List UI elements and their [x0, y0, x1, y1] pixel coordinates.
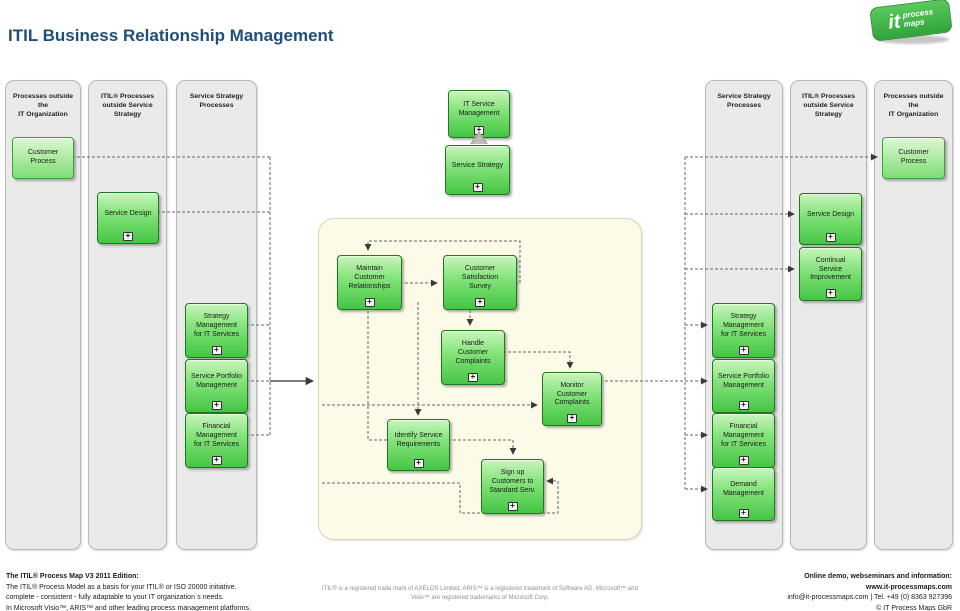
process-label: Service Strategy	[451, 161, 504, 169]
expand-icon[interactable]	[738, 346, 749, 355]
process-label: Handle Customer Complaints	[455, 340, 491, 365]
process-label: Continual Service Improvement	[810, 256, 851, 282]
process-label: Monitor Customer Complaints	[554, 381, 590, 407]
process-strategy-management-right[interactable]: Strategy Management for IT Services	[712, 303, 775, 358]
expand-icon[interactable]	[123, 232, 133, 241]
process-label: Strategy Management for IT Services	[721, 313, 766, 338]
lane-header: Service Strategy Processes	[189, 93, 244, 110]
logo-sub-text: process maps	[902, 7, 934, 29]
logo-shadow	[877, 35, 949, 44]
expand-icon[interactable]	[738, 509, 749, 518]
expand-icon[interactable]	[211, 456, 222, 465]
process-financial-management-right[interactable]: Financial Management for IT Services	[712, 413, 775, 468]
expand-icon[interactable]	[507, 502, 518, 511]
process-financial-management-left[interactable]: Financial Management for IT Services	[185, 413, 248, 468]
expand-icon[interactable]	[567, 414, 577, 423]
lane-right-itil-outside-ss: ITIL® Processes outside Service Strategy	[790, 80, 867, 550]
process-service-portfolio-right[interactable]: Service Portfolio Management	[712, 359, 775, 413]
process-label: Identify Service Requirements	[394, 432, 443, 448]
process-label: Service Design	[104, 209, 152, 217]
process-service-strategy[interactable]: Service Strategy	[445, 145, 510, 195]
process-customer-satisfaction-survey[interactable]: Customer Satisfaction Survey	[443, 255, 517, 310]
lane-header: Processes outside the IT Organization	[883, 93, 944, 119]
lane-left-itil-outside-ss: ITIL® Processes outside Service Strategy	[88, 80, 167, 550]
process-handle-customer-complaints[interactable]: Handle Customer Complaints	[441, 330, 505, 385]
process-service-design-right[interactable]: Service Design	[799, 193, 862, 245]
process-label: Customer Satisfaction Survey	[461, 265, 499, 290]
process-label: Customer Process	[27, 149, 59, 165]
process-label: Maintain Customer Relationships	[348, 265, 391, 290]
expand-icon[interactable]	[825, 289, 836, 298]
expand-icon[interactable]	[468, 373, 478, 382]
expand-icon[interactable]	[211, 346, 222, 355]
footer-contact-heading: Online demo, webseminars and information…	[804, 573, 952, 580]
expand-icon[interactable]	[413, 459, 424, 468]
process-label: Service Portfolio Management	[718, 373, 769, 389]
expand-icon[interactable]	[211, 401, 222, 410]
footer-website-link[interactable]: www.it-processmaps.com	[865, 583, 952, 591]
process-demand-management[interactable]: Demand Management	[712, 467, 775, 521]
page-title: ITIL Business Relationship Management	[8, 26, 334, 45]
process-service-design-left[interactable]: Service Design	[97, 192, 159, 244]
process-label: Sign up Customers to Standard Serv.	[489, 469, 536, 494]
expand-icon[interactable]	[825, 233, 836, 242]
process-label: Demand Management	[723, 481, 764, 497]
process-continual-service-improvement[interactable]: Continual Service Improvement	[799, 247, 862, 301]
footer-edition-info: The ITIL® Process Map V3 2011 Edition: T…	[6, 572, 326, 611]
expand-icon[interactable]	[738, 456, 749, 465]
footer-edition-heading: The ITIL® Process Map V3 2011 Edition:	[6, 573, 139, 580]
logo-it-text: it	[886, 10, 902, 34]
process-sign-up-customers[interactable]: Sign up Customers to Standard Serv.	[481, 459, 544, 514]
footer-edition-body: The ITIL® Process Model as a basis for y…	[6, 583, 251, 611]
process-identify-service-requirements[interactable]: Identify Service Requirements	[387, 419, 450, 471]
process-label: Financial Management for IT Services	[194, 423, 239, 448]
it-process-maps-logo: it process maps	[869, 0, 953, 44]
footer-copyright: © IT Process Maps GbR	[876, 604, 952, 611]
expand-icon[interactable]	[738, 401, 749, 410]
lane-header: ITIL® Processes outside Service Strategy	[101, 93, 154, 119]
process-customer-left: Customer Process	[12, 137, 74, 179]
process-maintain-customer-relationships[interactable]: Maintain Customer Relationships	[337, 255, 402, 310]
lane-header: ITIL® Processes outside Service Strategy	[802, 93, 855, 119]
process-strategy-management-left[interactable]: Strategy Management for IT Services	[185, 303, 248, 358]
logo-card: it process maps	[869, 0, 953, 42]
process-label: Service Portfolio Management	[191, 373, 242, 389]
expand-icon[interactable]	[475, 298, 485, 307]
lane-header: Service Strategy Processes	[717, 93, 771, 110]
process-label: IT Service Management	[458, 101, 500, 117]
process-label: Strategy Management for IT Services	[194, 313, 239, 338]
lane-header: Processes outside the IT Organization	[12, 93, 74, 119]
process-label: Financial Management for IT Services	[721, 423, 766, 448]
expand-icon[interactable]	[364, 298, 375, 307]
process-label: Customer Process	[898, 149, 929, 165]
process-monitor-customer-complaints[interactable]: Monitor Customer Complaints	[542, 372, 602, 426]
generalization-arrow-icon	[470, 131, 488, 144]
process-customer-right: Customer Process	[882, 137, 945, 179]
footer-email-phone: info@it-processmaps.com | Tel. +49 (0) 8…	[787, 594, 952, 601]
footer-contact-info: Online demo, webseminars and information…	[652, 572, 952, 611]
process-label: Service Design	[806, 210, 855, 218]
process-it-service-management[interactable]: IT Service Management	[448, 90, 510, 138]
process-service-portfolio-left[interactable]: Service Portfolio Management	[185, 359, 248, 413]
footer-trademark-notice: ITIL® is a registered trade mark of AXEL…	[322, 586, 638, 602]
expand-icon[interactable]	[472, 183, 483, 192]
